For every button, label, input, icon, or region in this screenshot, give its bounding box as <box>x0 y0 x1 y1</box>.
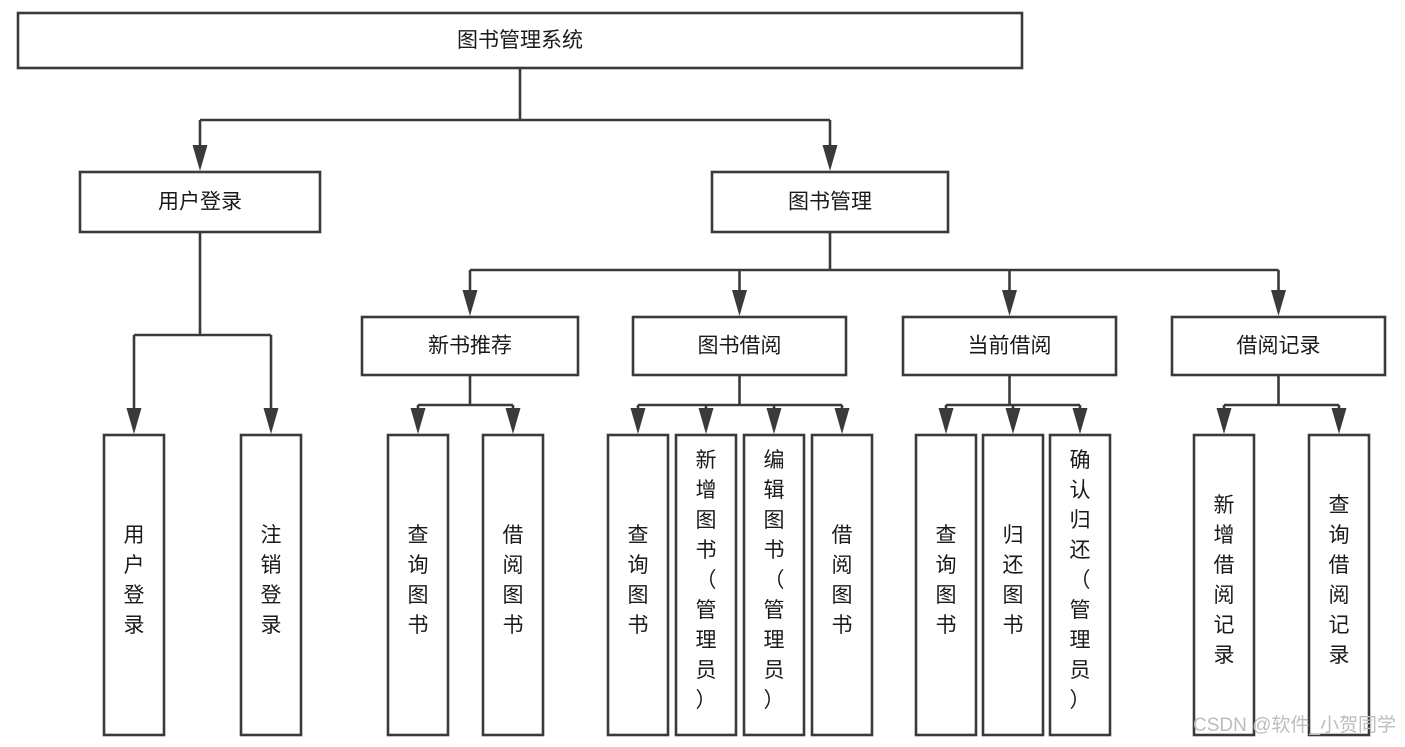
node-leaf-edit-book[interactable]: 编辑图书（管理员） <box>742 433 806 737</box>
edge-group-user-login <box>126 232 279 434</box>
node-box-root <box>16 11 1024 70</box>
node-leaf-query-book-2[interactable]: 查询图书 <box>606 433 670 737</box>
node-leaf-borrow-book-1[interactable]: 借阅图书 <box>481 433 545 737</box>
node-box-leaf-add-book <box>674 433 738 737</box>
node-label-leaf-borrow-book-1: 借阅图书 <box>503 524 524 637</box>
node-label-leaf-edit-book: 编辑图书（管理员） <box>764 449 785 712</box>
node-label-leaf-user-login: 用户登录 <box>124 524 145 637</box>
watermark-label: CSDN @软件_小贺同学 <box>1193 714 1396 736</box>
nodes-layer: 图书管理系统用户登录图书管理新书推荐图书借阅当前借阅借阅记录用户登录注销登录查询… <box>16 11 1387 737</box>
node-label-current-borrow: 当前借阅 <box>968 335 1052 358</box>
node-box-leaf-add-record <box>1192 433 1256 737</box>
node-box-borrow-record <box>1170 315 1387 377</box>
node-label-book-borrow: 图书借阅 <box>698 335 782 358</box>
edge-group-book-manage <box>462 232 1286 316</box>
node-box-leaf-user-logout <box>239 433 303 737</box>
node-leaf-add-book[interactable]: 新增图书（管理员） <box>674 433 738 737</box>
node-box-leaf-borrow-book-2 <box>810 433 874 737</box>
node-box-leaf-borrow-book-1 <box>481 433 545 737</box>
node-label-leaf-confirm-return: 确认归还（管理员） <box>1070 449 1091 712</box>
node-box-leaf-return-book <box>981 433 1045 737</box>
node-box-leaf-query-book-1 <box>386 433 450 737</box>
node-box-leaf-confirm-return <box>1048 433 1112 737</box>
node-book-manage[interactable]: 图书管理 <box>710 170 950 234</box>
node-user-login[interactable]: 用户登录 <box>78 170 322 234</box>
node-leaf-query-book-3[interactable]: 查询图书 <box>914 433 978 737</box>
node-leaf-query-record[interactable]: 查询借阅记录 <box>1307 433 1371 737</box>
edge-group-root <box>192 68 838 171</box>
node-label-new-book-rec: 新书推荐 <box>428 335 512 358</box>
edge-group-current-borrow <box>938 375 1088 434</box>
edge-group-borrow-record <box>1216 375 1347 434</box>
node-label-leaf-borrow-book-2: 借阅图书 <box>832 524 853 637</box>
node-box-user-login <box>78 170 322 234</box>
node-label-leaf-query-book-3: 查询图书 <box>936 524 957 637</box>
node-leaf-return-book[interactable]: 归还图书 <box>981 433 1045 737</box>
node-label-leaf-add-record: 新增借阅记录 <box>1214 494 1235 667</box>
node-leaf-user-login[interactable]: 用户登录 <box>102 433 166 737</box>
edges-layer <box>126 68 1347 434</box>
node-box-book-manage <box>710 170 950 234</box>
node-leaf-add-record[interactable]: 新增借阅记录 <box>1192 433 1256 737</box>
node-label-leaf-return-book: 归还图书 <box>1003 524 1024 637</box>
node-label-leaf-query-record: 查询借阅记录 <box>1329 494 1350 667</box>
node-new-book-rec[interactable]: 新书推荐 <box>360 315 580 377</box>
node-label-book-manage: 图书管理 <box>788 191 872 214</box>
edge-group-new-book-rec <box>410 375 521 434</box>
node-box-leaf-query-record <box>1307 433 1371 737</box>
node-box-leaf-query-book-3 <box>914 433 978 737</box>
node-box-new-book-rec <box>360 315 580 377</box>
node-box-book-borrow <box>631 315 848 377</box>
node-current-borrow[interactable]: 当前借阅 <box>901 315 1118 377</box>
node-label-leaf-user-logout: 注销登录 <box>261 524 282 637</box>
edge-group-book-borrow <box>630 375 850 434</box>
node-label-leaf-query-book-2: 查询图书 <box>628 524 649 637</box>
node-box-leaf-query-book-2 <box>606 433 670 737</box>
node-box-leaf-edit-book <box>742 433 806 737</box>
node-leaf-confirm-return[interactable]: 确认归还（管理员） <box>1048 433 1112 737</box>
node-label-user-login: 用户登录 <box>158 191 242 214</box>
node-label-leaf-add-book: 新增图书（管理员） <box>696 449 717 712</box>
node-leaf-borrow-book-2[interactable]: 借阅图书 <box>810 433 874 737</box>
node-leaf-query-book-1[interactable]: 查询图书 <box>386 433 450 737</box>
node-borrow-record[interactable]: 借阅记录 <box>1170 315 1387 377</box>
node-leaf-user-logout[interactable]: 注销登录 <box>239 433 303 737</box>
node-box-leaf-user-login <box>102 433 166 737</box>
node-label-leaf-query-book-1: 查询图书 <box>408 524 429 637</box>
node-root[interactable]: 图书管理系统 <box>16 11 1024 70</box>
node-label-root: 图书管理系统 <box>457 29 583 52</box>
node-box-current-borrow <box>901 315 1118 377</box>
node-label-borrow-record: 借阅记录 <box>1237 335 1321 358</box>
node-book-borrow[interactable]: 图书借阅 <box>631 315 848 377</box>
